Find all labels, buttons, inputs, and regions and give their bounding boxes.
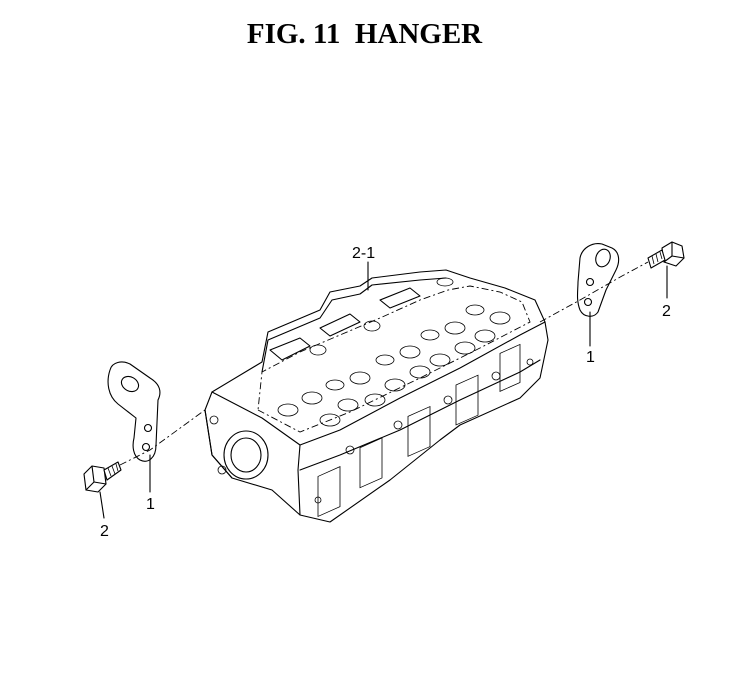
cylinder-head-part: [204, 269, 549, 523]
right-hanger-part: [576, 243, 620, 317]
left-hanger-part: [107, 361, 161, 462]
right-hanger-centerline: [539, 261, 649, 323]
right-bolt-part: [647, 241, 685, 269]
figure-title: FIG. 11 HANGER: [246, 18, 483, 50]
callout-left-hanger: 1: [146, 496, 155, 513]
callout-left-bolt: 2: [100, 523, 109, 540]
callout-cylinder-head: 2-1: [352, 245, 375, 262]
left-bolt-part: [83, 461, 122, 493]
callout-right-hanger: 1: [586, 349, 595, 366]
leader-left-bolt: [99, 491, 105, 519]
callout-right-bolt: 2: [662, 303, 671, 320]
left-hanger-centerline: [119, 409, 206, 466]
